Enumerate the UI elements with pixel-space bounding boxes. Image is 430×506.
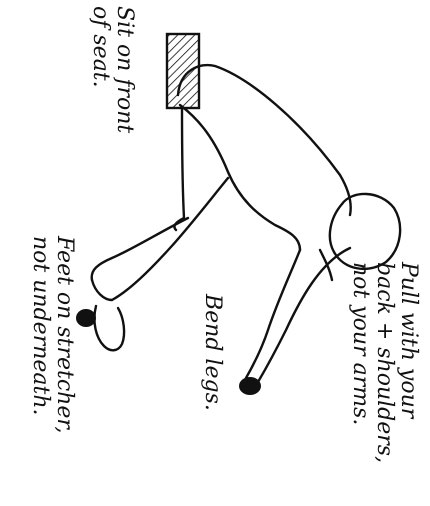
annotation-feet-line1: Feet on stretcher, <box>52 235 77 433</box>
annotation-pull-line1: Pull with your <box>396 261 421 420</box>
foot <box>76 306 124 350</box>
annotation-seat-line2: of seat. <box>88 6 113 88</box>
annotation-seat-line1: Sit on front <box>112 6 137 133</box>
torso <box>174 65 350 250</box>
annotation-feet-line2: not underneath. <box>28 236 53 416</box>
annotation-pull-with-back: Pull with your back + shoulders, not you… <box>348 261 421 463</box>
annotation-pull-line2: back + shoulders, <box>372 262 397 463</box>
legs <box>92 178 228 300</box>
annotation-legs: Bend legs. <box>200 293 225 411</box>
hand <box>239 377 261 395</box>
annotation-feet-on-stretcher: Feet on stretcher, not underneath. <box>28 235 77 433</box>
annotation-bend-legs: Bend legs. <box>200 293 225 411</box>
annotation-sit-on-front: Sit on front of seat. <box>88 6 137 133</box>
annotation-pull-line3: not your arms. <box>348 262 373 425</box>
seat <box>167 34 199 108</box>
arm <box>246 248 350 382</box>
